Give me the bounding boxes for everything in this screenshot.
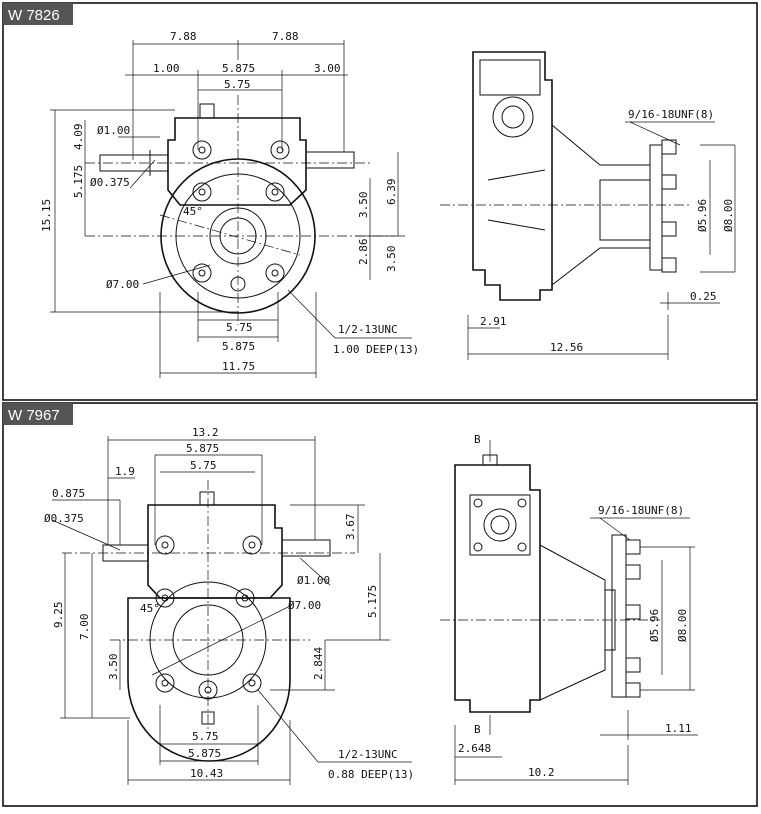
dim-w7826-side-dia-596: Ø5.96 (696, 199, 709, 232)
dim-w7826-left-offset: 1.00 (153, 62, 180, 75)
dim-w7826-side-025: 0.25 (690, 290, 717, 303)
dim-w7826-bolt-span-inner: 5.75 (224, 78, 251, 91)
dim-w7967-left-19: 1.9 (115, 465, 135, 478)
model-tag-w7967 (3, 403, 73, 425)
model-label-w7967: W 7967 (8, 407, 60, 424)
dim-w7826-top-right: 7.88 (272, 30, 299, 43)
dim-w7967-height-925: 9.25 (52, 602, 65, 629)
note-w7967-thread-1: 1/2-13UNC (338, 748, 398, 761)
dim-w7826-side-dia-800: Ø8.00 (722, 199, 735, 232)
dim-w7826-height-409: 4.09 (72, 124, 85, 151)
dim-w7967-side-111: 1.11 (665, 722, 692, 735)
dim-w7967-shaft-dia: Ø1.00 (297, 574, 330, 587)
w7967-front-view (62, 480, 355, 762)
w7967-side-dimension-lines (454, 517, 698, 785)
dim-w7826-side-291: 2.91 (480, 315, 507, 328)
dim-w7967-side-length: 10.2 (528, 766, 555, 779)
note-w7826-side-thread: 9/16-18UNF(8) (628, 108, 714, 121)
w7826-front-view (85, 95, 395, 325)
dim-w7826-pilot-dia: Ø7.00 (106, 278, 139, 291)
dim-w7826-bottom-575: 5.75 (226, 321, 253, 334)
dim-w7967-height-700: 7.00 (78, 614, 91, 641)
panel-frame-w7967 (2, 402, 758, 807)
note-w7967-thread-2: 0.88 DEEP(13) (328, 768, 414, 781)
model-label-w7826: W 7826 (8, 7, 60, 24)
dim-w7967-right-367: 3.67 (344, 514, 357, 541)
dim-w7826-shaft-dia: Ø1.00 (97, 124, 130, 137)
dim-w7967-pilot-dia: Ø7.00 (288, 599, 321, 612)
dim-w7967-right-5175: 5.175 (366, 585, 379, 618)
dim-w7967-top-total: 13.2 (192, 426, 219, 439)
dim-w7826-height-1515: 15.15 (40, 199, 53, 232)
dim-w7967-bottom-575: 5.75 (192, 730, 219, 743)
mark-w7967-section-top: B (474, 433, 481, 446)
w7826-side-dimension-lines (467, 121, 736, 360)
dim-w7826-side-length: 12.56 (550, 341, 583, 354)
dim-w7967-angle: 45° (140, 602, 160, 615)
dim-w7826-right-286: 2.86 (357, 239, 370, 266)
note-w7967-side-thread: 9/16-18UNF(8) (598, 504, 684, 517)
dim-w7967-left-0875: 0.875 (52, 487, 85, 500)
dim-w7967-bolt-span-outer: 5.875 (186, 442, 219, 455)
dim-w7967-left-350: 3.50 (107, 654, 120, 681)
dim-w7826-right-639: 6.39 (385, 179, 398, 206)
dim-w7967-key-dia: Ø0.375 (44, 512, 84, 525)
dim-w7826-key-dia: Ø0.375 (90, 176, 130, 189)
dim-w7967-side-dia-800: Ø8.00 (676, 609, 689, 642)
dim-w7967-side-dia-596: Ø5.96 (648, 609, 661, 642)
dim-w7826-right-offset: 3.00 (314, 62, 341, 75)
note-w7826-thread-2: 1.00 DEEP(13) (333, 343, 419, 356)
dim-w7967-bottom-1043: 10.43 (190, 767, 223, 780)
dim-w7826-bolt-span-outer: 5.875 (222, 62, 255, 75)
dim-w7826-bottom-5875: 5.875 (222, 340, 255, 353)
dim-w7967-bottom-5875: 5.875 (188, 747, 221, 760)
dim-w7967-bolt-span-inner: 5.75 (190, 459, 217, 472)
dim-w7967-side-2648: 2.648 (458, 742, 491, 755)
mark-w7967-section-bottom: B (474, 723, 481, 736)
w7826-side-view (440, 51, 690, 301)
w7826-front-dimension-lines (50, 40, 412, 378)
dim-w7826-right-350b: 3.50 (385, 246, 398, 273)
dim-w7826-top-left: 7.88 (170, 30, 197, 43)
dim-w7826-bottom-1175: 11.75 (222, 360, 255, 373)
dim-w7826-height-5175: 5.175 (72, 165, 85, 198)
dim-w7826-angle: 45° (183, 205, 203, 218)
dim-w7967-right-2844: 2.844 (312, 647, 325, 680)
w7967-front-dimension-lines (51, 436, 412, 785)
model-tag-w7826 (3, 3, 73, 25)
note-w7826-thread-1: 1/2-13UNC (338, 323, 398, 336)
dim-w7826-right-350a: 3.50 (357, 192, 370, 219)
panel-frame-w7826 (2, 2, 758, 401)
w7967-side-view (440, 440, 660, 735)
